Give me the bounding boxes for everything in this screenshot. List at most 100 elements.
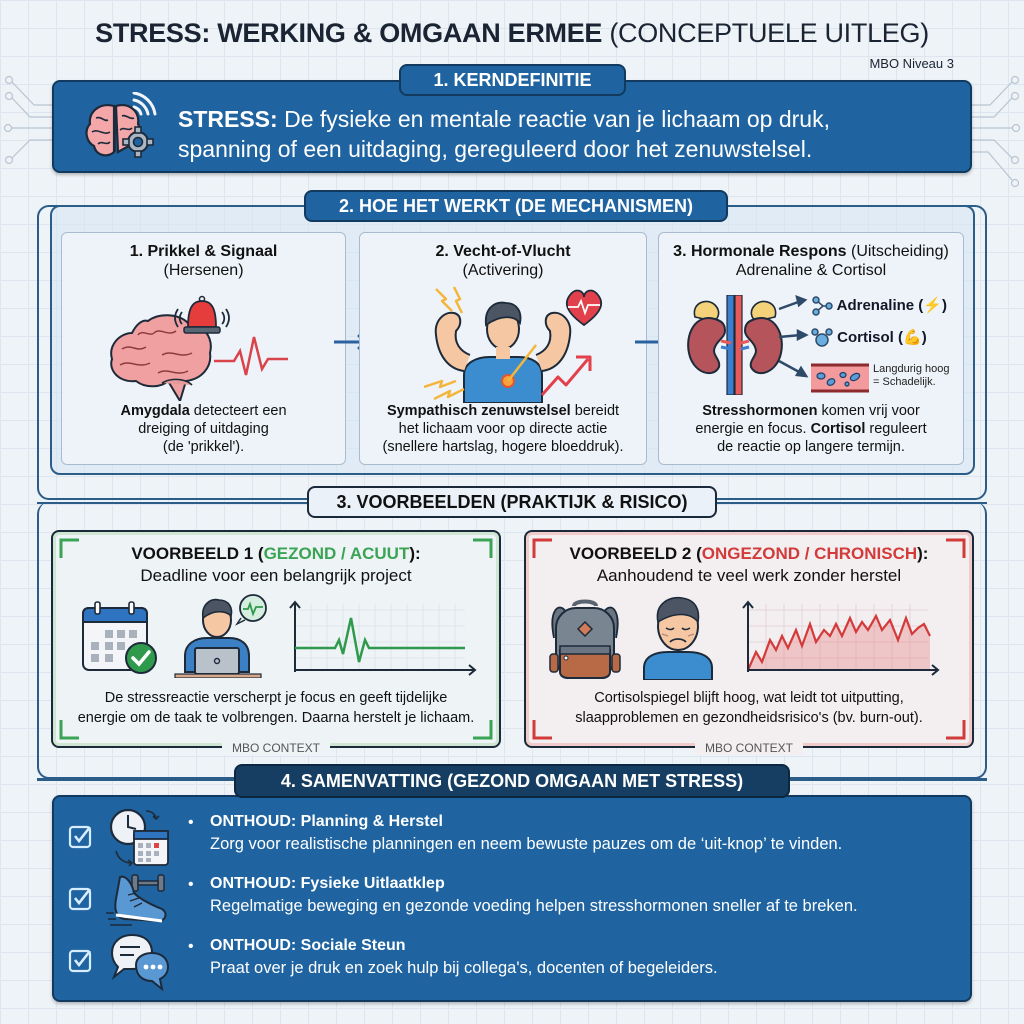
example-title: VOORBEELD 1 (GEZOND / ACUUT): bbox=[53, 544, 499, 564]
mechanism-card-3: 3. Hormonale Respons (Uitscheiding) Adre… bbox=[658, 232, 964, 465]
sneaker-dumbbell-icon bbox=[106, 874, 167, 926]
tip-title: ONTHOUD: Fysieke Uitlaatklep bbox=[210, 875, 445, 892]
example-description: Cortisolspiegel blijft hoog, wat leidt t… bbox=[532, 688, 966, 728]
mechanism-title: 3. Hormonale Respons (Uitscheiding) bbox=[659, 243, 963, 261]
mechanism-subtitle: Adrenaline & Cortisol bbox=[735, 262, 887, 279]
example-description: De stressreactie verscherpt je focus en … bbox=[59, 688, 493, 728]
corner-bracket bbox=[473, 538, 493, 558]
bullet: • bbox=[188, 938, 194, 955]
checkbox-checked-icon bbox=[68, 887, 92, 911]
mechanism-title: 1. Prikkel & Signaal bbox=[129, 243, 278, 260]
flexed-arm-icon: 💪 bbox=[903, 329, 922, 346]
bullet: • bbox=[188, 814, 194, 831]
hormone-adrenaline: Adrenaline (⚡) bbox=[811, 295, 947, 327]
desc-line: dreiging of uitdaging bbox=[138, 421, 269, 437]
corner-bracket bbox=[532, 720, 552, 740]
mechanism-card-2: 2. Vecht-of-Vlucht (Activering) Sympathi… bbox=[359, 232, 647, 465]
tip-text: Praat over je druk en zoek hulp bij coll… bbox=[210, 959, 718, 977]
mechanism-description: Amygdala detecteert een dreiging of uitd… bbox=[68, 402, 339, 456]
summary-tip-planning: • ONTHOUD: Planning & Herstel Zorg voor … bbox=[54, 807, 970, 867]
hormone-arrows-icon bbox=[778, 294, 809, 378]
divider-line bbox=[788, 778, 987, 781]
brain-alarm-icon bbox=[110, 295, 288, 401]
desc-line: bereidt bbox=[570, 403, 620, 419]
corner-bracket bbox=[532, 538, 552, 558]
title-light: (CONCEPTUELE UITLEG) bbox=[609, 18, 929, 48]
hormone-label: Adrenaline ( bbox=[836, 297, 924, 314]
example-tag: ONGEZOND / CHRONISCH bbox=[701, 544, 918, 563]
desc-line: de reactie op langere termijn. bbox=[717, 439, 905, 455]
circuit-decoration-right bbox=[972, 75, 1021, 188]
desc-bold: Cortisol bbox=[810, 421, 866, 437]
chronic-stress-chart bbox=[742, 600, 940, 676]
desc-line: detecteert een bbox=[189, 403, 287, 419]
person-laptop-icon bbox=[174, 594, 267, 678]
title-prefix: VOORBEELD 1 ( bbox=[131, 544, 264, 563]
page-title: STRESS: WERKING & OMGAAN ERMEE (CONCEPTU… bbox=[0, 18, 1024, 49]
summary-panel: • ONTHOUD: Planning & Herstel Zorg voor … bbox=[52, 795, 972, 1002]
definition-line2: spanning of een uitdaging, gereguleerd d… bbox=[178, 136, 813, 162]
corner-bracket bbox=[59, 720, 79, 740]
tip-text: Zorg voor realistische planningen en nee… bbox=[210, 835, 843, 853]
desc-line: energie en focus. bbox=[695, 421, 811, 437]
example-tag: GEZOND / ACUUT bbox=[263, 544, 410, 563]
desc-line: Cortisolspiegel blijft hoog, wat leidt t… bbox=[594, 690, 904, 706]
corner-bracket bbox=[946, 720, 966, 740]
desc-line: het lichaam voor op directe actie bbox=[398, 421, 608, 437]
context-label: MBO CONTEXT bbox=[221, 741, 331, 755]
title-bold: STRESS: WERKING & OMGAAN ERMEE bbox=[95, 18, 603, 48]
summary-tip-exercise: • ONTHOUD: Fysieke Uitlaatklep Regelmati… bbox=[54, 869, 970, 929]
example-card-healthy: VOORBEELD 1 (GEZOND / ACUUT): Deadline v… bbox=[51, 530, 501, 755]
desc-bold: Sympathisch zenuwstelsel bbox=[386, 403, 571, 419]
level-label: MBO Niveau 3 bbox=[869, 56, 954, 71]
clock-calendar-icon bbox=[109, 808, 169, 867]
context-label: MBO CONTEXT bbox=[694, 741, 804, 755]
divider-line bbox=[716, 502, 987, 504]
tired-person-icon bbox=[643, 596, 713, 680]
chat-bubbles-icon bbox=[110, 933, 170, 992]
desc-line: reguleert bbox=[865, 421, 927, 437]
backpack-icon bbox=[549, 599, 621, 679]
tip-text: Regelmatige beweging en gezonde voeding … bbox=[210, 897, 858, 915]
mechanism-subtitle: (Hersenen) bbox=[163, 262, 244, 279]
title-suffix: ): bbox=[409, 544, 421, 563]
desc-line: De stressreactie verscherpt je focus en … bbox=[104, 690, 448, 706]
summary-tip-social: • ONTHOUD: Sociale Steun Praat over je d… bbox=[54, 931, 970, 992]
divider-line bbox=[37, 778, 237, 781]
hormone-label-close: ) bbox=[921, 329, 927, 346]
example-card-unhealthy: VOORBEELD 2 (ONGEZOND / CHRONISCH): Aanh… bbox=[524, 530, 974, 755]
lightning-icon: ⚡ bbox=[923, 297, 942, 314]
section4-tab: 4. SAMENVATTING (GEZOND OMGAAN MET STRES… bbox=[234, 764, 790, 798]
brain-gear-icon bbox=[85, 92, 157, 158]
desc-line: slaapproblemen en gezondheidsrisico's (b… bbox=[575, 710, 923, 726]
hormone-cortisol: Cortisol (💪) bbox=[811, 327, 947, 359]
bullet: • bbox=[188, 876, 194, 893]
desc-line: komen vrij voor bbox=[817, 403, 920, 419]
molecule-icon bbox=[812, 296, 833, 316]
corner-bracket bbox=[59, 538, 79, 558]
tip-title: ONTHOUD: Planning & Herstel bbox=[210, 813, 443, 830]
checkbox-checked-icon bbox=[68, 825, 92, 849]
vessel-note-line: = Schadelijk. bbox=[873, 376, 936, 388]
example-subtitle: Deadline voor een belangrijk project bbox=[140, 566, 412, 585]
molecule-icon bbox=[811, 328, 833, 347]
example-title: VOORBEELD 2 (ONGEZOND / CHRONISCH): bbox=[526, 544, 972, 564]
section1-tab: 1. KERNDEFINITIE bbox=[399, 64, 626, 96]
hormone-list: Adrenaline (⚡) Cortisol (💪) bbox=[811, 295, 947, 359]
kidneys-adrenal-icon bbox=[687, 295, 783, 395]
vessel-note: Langdurig hoog = Schadelijk. bbox=[873, 363, 949, 389]
vessel-note-line: Langdurig hoog bbox=[873, 363, 950, 375]
mechanism-description: Stresshormonen komen vrij voor energie e… bbox=[665, 402, 957, 456]
desc-line: (snellere hartslag, hogere bloeddruk). bbox=[382, 439, 624, 455]
mechanism-card-1: 1. Prikkel & Signaal (Hersenen) Amygdala… bbox=[61, 232, 346, 465]
desc-bold: Stresshormonen bbox=[702, 403, 818, 419]
divider-line bbox=[37, 502, 309, 504]
title-light: (Uitscheiding) bbox=[846, 243, 949, 260]
flexing-person-icon bbox=[424, 286, 603, 403]
section2-tab: 2. HOE HET WERKT (DE MECHANISMEN) bbox=[304, 190, 728, 222]
mechanism-description: Sympathisch zenuwstelsel bereidt het lic… bbox=[366, 402, 640, 456]
hormone-label-close: ) bbox=[942, 297, 947, 314]
title-suffix: ): bbox=[917, 544, 929, 563]
desc-bold: Amygdala bbox=[120, 403, 190, 419]
calendar-check-icon bbox=[82, 601, 157, 674]
